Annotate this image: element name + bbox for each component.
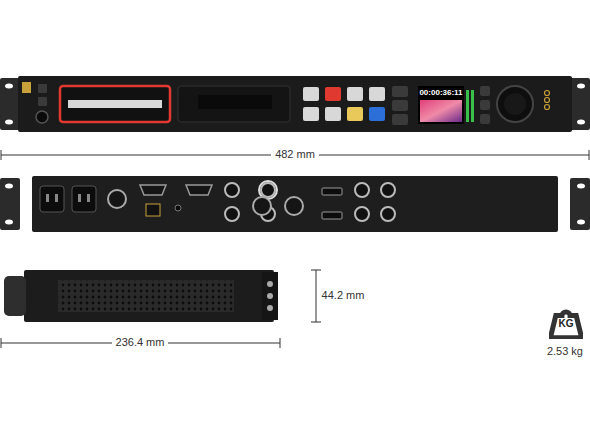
dimension-label: 236.4 mm	[112, 336, 169, 349]
weight-icon: KG	[549, 309, 583, 339]
dimension-label: 482 mm	[271, 148, 319, 161]
front-panel	[0, 76, 590, 132]
side-view	[4, 270, 278, 322]
weight-value: 2.53 kg	[543, 345, 587, 358]
rear-panel	[0, 176, 590, 232]
dimension-label: 44.2 mm	[318, 289, 369, 302]
weight-unit: KG	[549, 318, 583, 329]
timecode-readout: 00:00:36:11	[419, 88, 462, 98]
